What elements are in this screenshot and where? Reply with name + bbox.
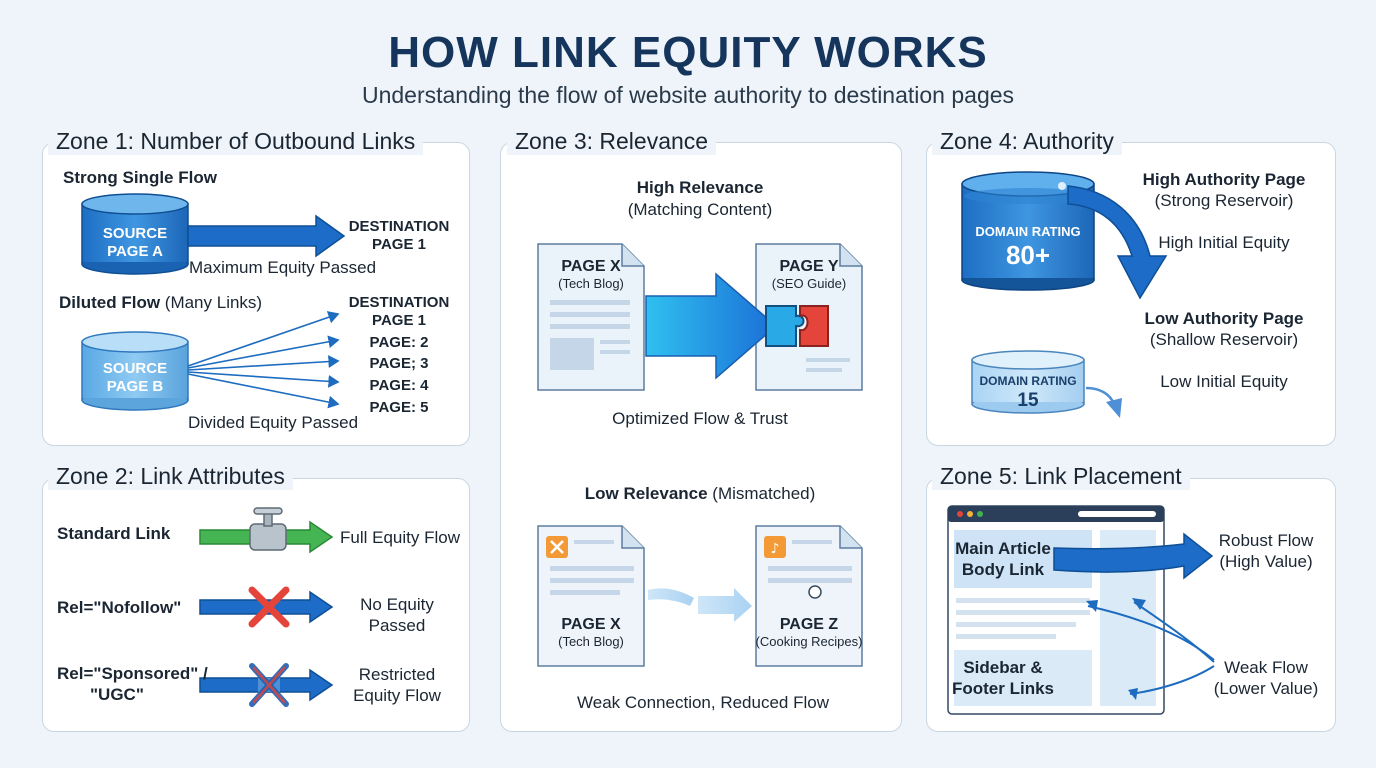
- zone3-title: Zone 3: Relevance: [507, 128, 717, 155]
- high-relevance-sub: (Matching Content): [627, 200, 773, 219]
- page-z-document: ♪: [755, 525, 863, 667]
- low-authority-reservoir: [971, 350, 1085, 414]
- main-article-line2: Body Link: [961, 560, 1045, 579]
- dest-list-item: PAGE: 4: [369, 377, 429, 394]
- high-authority-title: High Authority Page: [1142, 170, 1306, 189]
- sidebar-footer-line1: Sidebar &: [963, 658, 1043, 677]
- zone2-title: Zone 2: Link Attributes: [48, 463, 293, 490]
- nofollow-label: Rel="Nofollow": [57, 598, 182, 617]
- page-subtitle: Understanding the flow of website author…: [361, 82, 1015, 108]
- sidebar-footer-line2: Footer Links: [951, 679, 1054, 698]
- page-x2-title: PAGE X: [561, 616, 621, 633]
- high-relevance-title: High Relevance: [636, 178, 764, 197]
- low-authority-title: Low Authority Page: [1144, 309, 1304, 328]
- page-x-sub: (Tech Blog): [558, 276, 624, 291]
- weak-flow-arrows: [1087, 601, 1215, 695]
- main-article-line1: Main Article: [955, 539, 1051, 558]
- faucet-icon: [249, 507, 287, 551]
- sponsored-label-line1: Rel="Sponsored" /: [57, 664, 208, 683]
- source-b-line1: SOURCE: [102, 360, 168, 377]
- diluted-flow-bold: Diluted Flow: [59, 293, 161, 312]
- destination-1-line1: DESTINATION: [348, 218, 450, 235]
- dest-list-item: PAGE: 5: [369, 399, 429, 416]
- sponsored-result-line2: Equity Flow: [353, 686, 441, 705]
- source-a-line1: SOURCE: [102, 225, 168, 242]
- nofollow-result-line2: Passed: [368, 616, 426, 635]
- low-relevance-caption: Weak Connection, Reduced Flow: [577, 693, 829, 712]
- high-authority-sub: (Strong Reservoir): [1154, 191, 1294, 210]
- sponsored-label-line2: "UGC": [90, 685, 144, 704]
- robust-flow-line1: Robust Flow: [1218, 531, 1314, 550]
- low-relevance-arrow-1: [648, 588, 694, 606]
- weak-flow-line2: (Lower Value): [1213, 679, 1319, 698]
- page-y-title: PAGE Y: [779, 258, 839, 275]
- weak-flow-line1: Weak Flow: [1224, 658, 1308, 677]
- low-relevance-arrow-2: [698, 588, 752, 622]
- diluted-flow-rest: (Many Links): [164, 293, 263, 312]
- standard-link-result: Full Equity Flow: [340, 528, 460, 547]
- dest-list-item: PAGE 1: [372, 312, 426, 329]
- dest-list-item: PAGE: 2: [369, 334, 429, 351]
- strong-flow-label: Strong Single Flow: [63, 168, 217, 187]
- dr-low-label: DOMAIN RATING: [979, 374, 1077, 388]
- svg-text:♪: ♪: [771, 541, 780, 557]
- page-title: HOW LINK EQUITY WORKS: [388, 28, 988, 77]
- high-authority-reservoir: [961, 171, 1095, 291]
- dest-list-item: PAGE; 3: [369, 355, 429, 372]
- standard-link-label: Standard Link: [57, 524, 171, 543]
- low-authority-sub: (Shallow Reservoir): [1149, 330, 1299, 349]
- low-initial-equity: Low Initial Equity: [1160, 372, 1288, 391]
- source-b-cylinder: [81, 331, 189, 411]
- robust-flow-arrow: [1053, 532, 1214, 580]
- page-y-sub: (SEO Guide): [771, 276, 847, 291]
- high-authority-arrow: [1067, 185, 1168, 300]
- low-relevance-bold: Low Relevance: [584, 484, 708, 503]
- low-relevance-title: Low Relevance (Mismatched): [560, 484, 840, 504]
- nofollow-result-line1: No Equity: [360, 595, 434, 614]
- puzzle-icon: [765, 305, 829, 347]
- source-b-line2: PAGE B: [106, 378, 164, 395]
- zone5-title: Zone 5: Link Placement: [932, 463, 1190, 490]
- page-x-document: [537, 243, 645, 391]
- high-relevance-caption: Optimized Flow & Trust: [612, 409, 788, 428]
- diluted-flow-arrows: [187, 311, 340, 409]
- dr-high-value: 80+: [1005, 240, 1051, 270]
- high-initial-equity: High Initial Equity: [1158, 233, 1290, 252]
- dest-list-item: DESTINATION: [348, 294, 450, 311]
- diluted-flow-label: Diluted Flow (Many Links): [59, 293, 262, 313]
- page-x2-sub: (Tech Blog): [558, 634, 624, 649]
- divided-equity-caption: Divided Equity Passed: [188, 413, 359, 432]
- source-a-cylinder: [81, 193, 189, 275]
- robust-flow-line2: (High Value): [1219, 552, 1313, 571]
- page-z-sub: (Cooking Recipes): [755, 634, 863, 649]
- page-z-title: PAGE Z: [779, 616, 839, 633]
- zone1-title: Zone 1: Number of Outbound Links: [48, 128, 424, 155]
- high-relevance-arrow: [645, 272, 778, 380]
- page-x-title: PAGE X: [561, 258, 621, 275]
- sponsored-result-line1: Restricted: [358, 665, 436, 684]
- dr-low-value: 15: [1017, 390, 1039, 411]
- source-a-line2: PAGE A: [107, 243, 163, 260]
- dr-high-label: DOMAIN RATING: [975, 224, 1081, 239]
- maximum-equity-caption: Maximum Equity Passed: [189, 258, 377, 277]
- zone4-title: Zone 4: Authority: [932, 128, 1122, 155]
- low-relevance-rest: (Mismatched): [712, 484, 816, 503]
- page-x2-document: [537, 525, 645, 667]
- blocked-x-icon: [248, 586, 290, 628]
- strong-flow-arrow: [187, 214, 346, 258]
- destination-1-line2: PAGE 1: [372, 236, 426, 253]
